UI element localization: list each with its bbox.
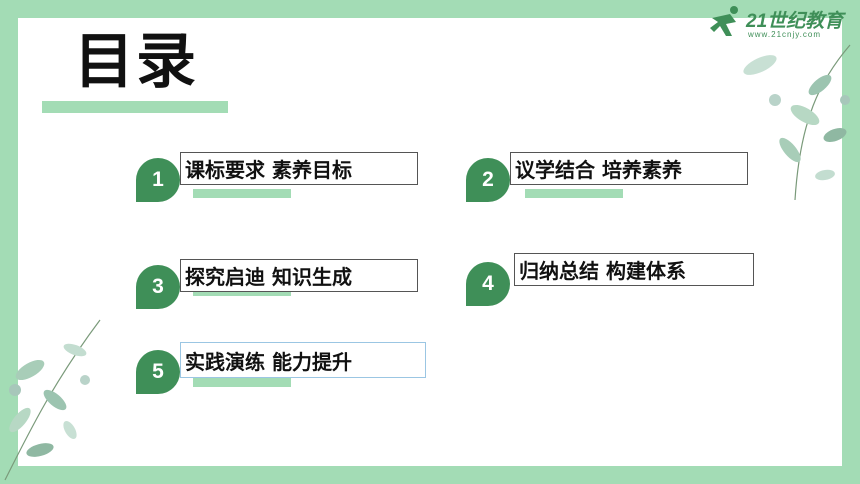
leaf-decoration-bottom-left (4, 319, 101, 481)
page-title: 目录 (74, 27, 198, 97)
item-4-label[interactable]: 归纳总结 构建体系 (514, 253, 754, 286)
item-5-number-badge: 5 (136, 350, 180, 394)
item-1-label[interactable]: 课标要求 素养目标 (180, 152, 418, 185)
logo-runner-icon (710, 6, 738, 36)
item-2-underline (525, 189, 623, 198)
item-4-number-badge: 4 (466, 262, 510, 306)
leaf-decoration-top-right (743, 44, 851, 201)
item-1-number-badge: 1 (136, 158, 180, 202)
title-underline (42, 101, 228, 113)
logo-brand-text: 21世纪教育 (746, 11, 844, 32)
item-5-label[interactable]: 实践演练 能力提升 (180, 342, 426, 378)
logo-url-text: www.21cnjy.com (748, 30, 821, 39)
item-3-number-badge: 3 (136, 265, 180, 309)
item-3-label[interactable]: 探究启迪 知识生成 (180, 259, 418, 292)
item-2-number-badge: 2 (466, 158, 510, 202)
item-2-label[interactable]: 议学结合 培养素养 (510, 152, 748, 185)
item-1-underline (193, 189, 291, 198)
item-5-underline (193, 378, 291, 387)
